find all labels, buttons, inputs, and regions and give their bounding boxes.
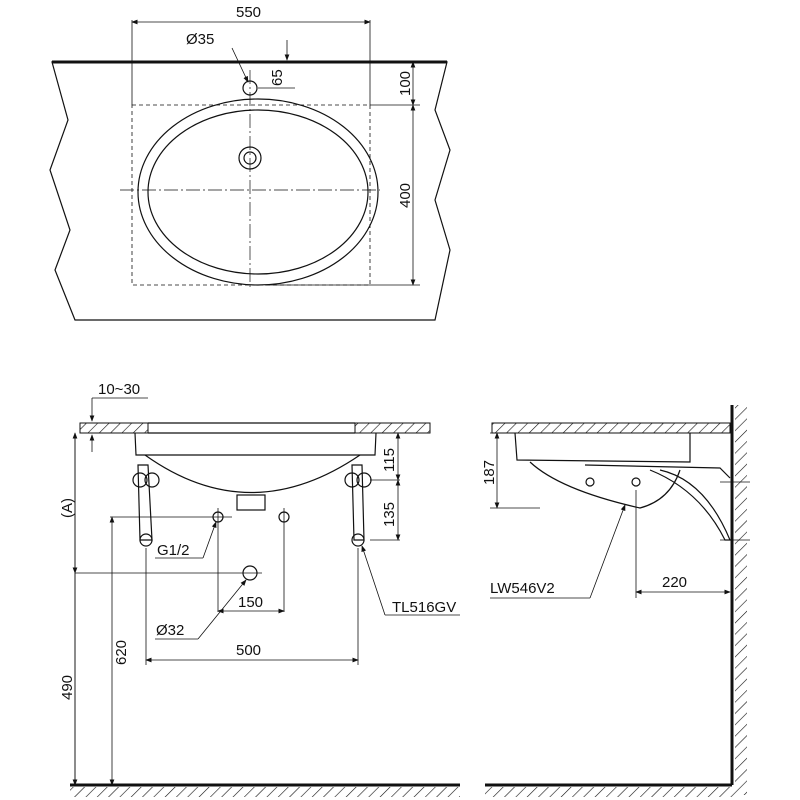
top-hole-label: Ø35 [186,31,214,48]
dim-500-label: 500 [236,642,261,659]
dim-220-label: 220 [662,574,687,591]
bracket-label: LW546V2 [490,580,555,597]
left-trap-icon [132,464,160,547]
height-a-label: (A) [59,498,76,518]
dim-187-label: 187 [481,460,498,485]
dim-150-label: 150 [238,594,263,611]
right-trap-icon [344,464,372,547]
dim-135-label: 135 [381,502,398,527]
top-depth-label: 400 [397,183,414,208]
side-view: 187 220 LW546V2 [481,405,750,797]
top-edge-offset-label: 100 [397,71,414,96]
trap-label: TL516GV [392,599,456,616]
top-view: 550 Ø35 65 100 400 [49,4,451,321]
top-width-label: 550 [236,4,261,21]
dim-490-label: 490 [59,675,76,700]
top-hole-offset-label: 65 [269,69,286,86]
front-view: 10~30 (A) 490 620 115 135 G1/2 TL516GV 1… [59,381,460,797]
dim-115-label: 115 [381,448,398,472]
drain-label: Ø32 [156,622,184,639]
counter-thickness-label: 10~30 [98,381,140,398]
supply-label: G1/2 [157,542,190,559]
dim-620-label: 620 [113,640,130,665]
